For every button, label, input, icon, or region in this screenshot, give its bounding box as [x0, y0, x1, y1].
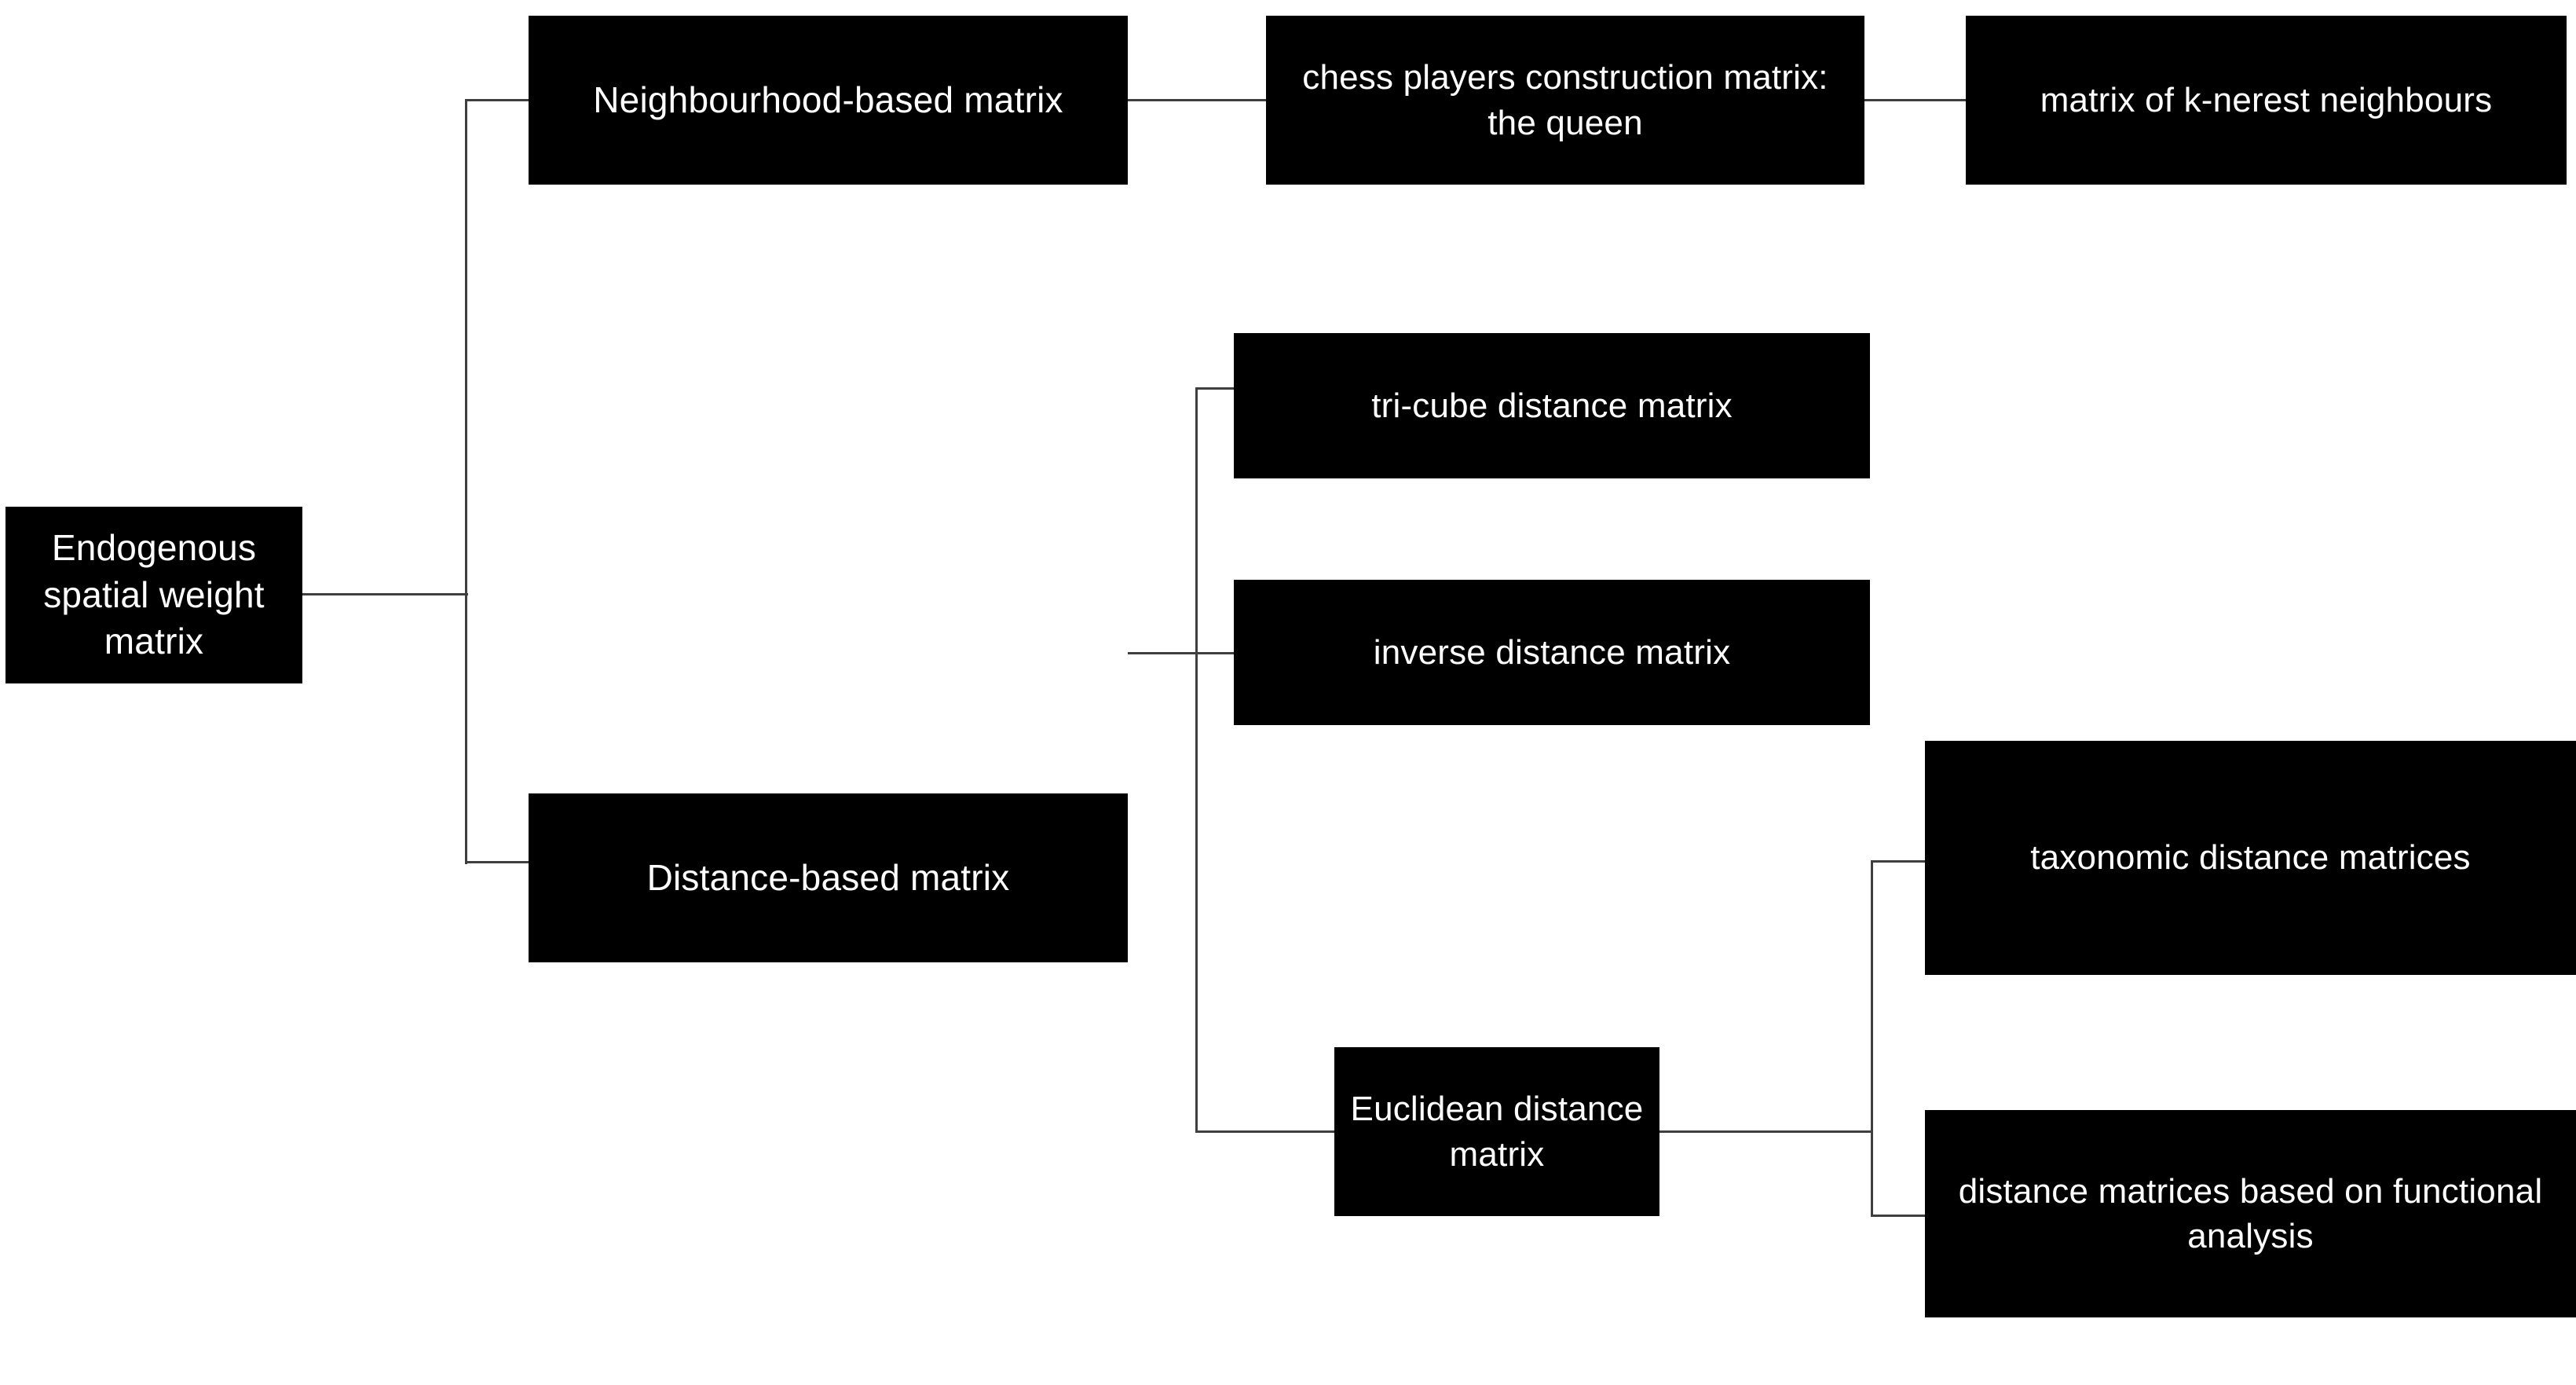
edge-neighbourhood-to-chess	[1128, 99, 1267, 101]
node-euclidean-distance-matrix[interactable]: Euclidean distance matrix	[1334, 1047, 1659, 1216]
edge-root-to-trunk	[302, 593, 468, 595]
edge-trunk3-to-functional	[1871, 1215, 1927, 1217]
node-label: distance matrices based on functional an…	[1958, 1171, 2543, 1255]
node-inverse-distance-matrix[interactable]: inverse distance matrix	[1234, 580, 1870, 725]
node-taxonomic-distance-matrices[interactable]: taxonomic distance matrices	[1925, 741, 2576, 975]
edge-euclidean-to-trunk3	[1659, 1130, 1873, 1133]
edge-trunk2-to-inverse	[1195, 652, 1235, 654]
node-tri-cube-distance-matrix[interactable]: tri-cube distance matrix	[1234, 333, 1870, 478]
node-endogenous-spatial-weight-matrix[interactable]: Endogenous spatial weight matrix	[5, 507, 302, 683]
edge-trunk3-to-taxonomic	[1871, 860, 1927, 863]
node-label: Distance-based matrix	[646, 856, 1010, 898]
node-neighbourhood-based-matrix[interactable]: Neighbourhood-based matrix	[529, 16, 1128, 185]
node-label: chess players construction matrix: the q…	[1302, 58, 1828, 142]
edge-trunk-to-distance-based	[465, 861, 529, 863]
node-label: tri-cube distance matrix	[1371, 386, 1733, 425]
node-label: Neighbourhood-based matrix	[593, 79, 1063, 120]
edge-distance-to-trunk2	[1128, 652, 1198, 654]
node-label: taxonomic distance matrices	[2030, 838, 2471, 878]
node-label: matrix of k-nerest neighbours	[2040, 80, 2493, 119]
node-label: inverse distance matrix	[1373, 632, 1731, 672]
node-matrix-of-k-nerest-neighbours[interactable]: matrix of k-nerest neighbours	[1966, 16, 2567, 185]
edge-trunk-1-vertical	[465, 100, 467, 864]
node-label: Endogenous spatial weight matrix	[43, 526, 265, 662]
node-label: Euclidean distance matrix	[1350, 1090, 1644, 1174]
edge-trunk-3-vertical	[1871, 861, 1873, 1217]
node-chess-players-construction-matrix-queen[interactable]: chess players construction matrix: the q…	[1266, 16, 1864, 185]
node-distance-based-matrix[interactable]: Distance-based matrix	[529, 793, 1128, 962]
edge-trunk2-to-euclidean	[1195, 1130, 1336, 1133]
edge-trunk2-to-tricube	[1195, 387, 1235, 390]
node-distance-matrices-functional-analysis[interactable]: distance matrices based on functional an…	[1925, 1110, 2576, 1317]
edge-trunk-2-vertical	[1195, 388, 1198, 1133]
edge-chess-to-knearest	[1864, 99, 1967, 101]
edge-trunk-to-neighbourhood	[465, 99, 529, 101]
